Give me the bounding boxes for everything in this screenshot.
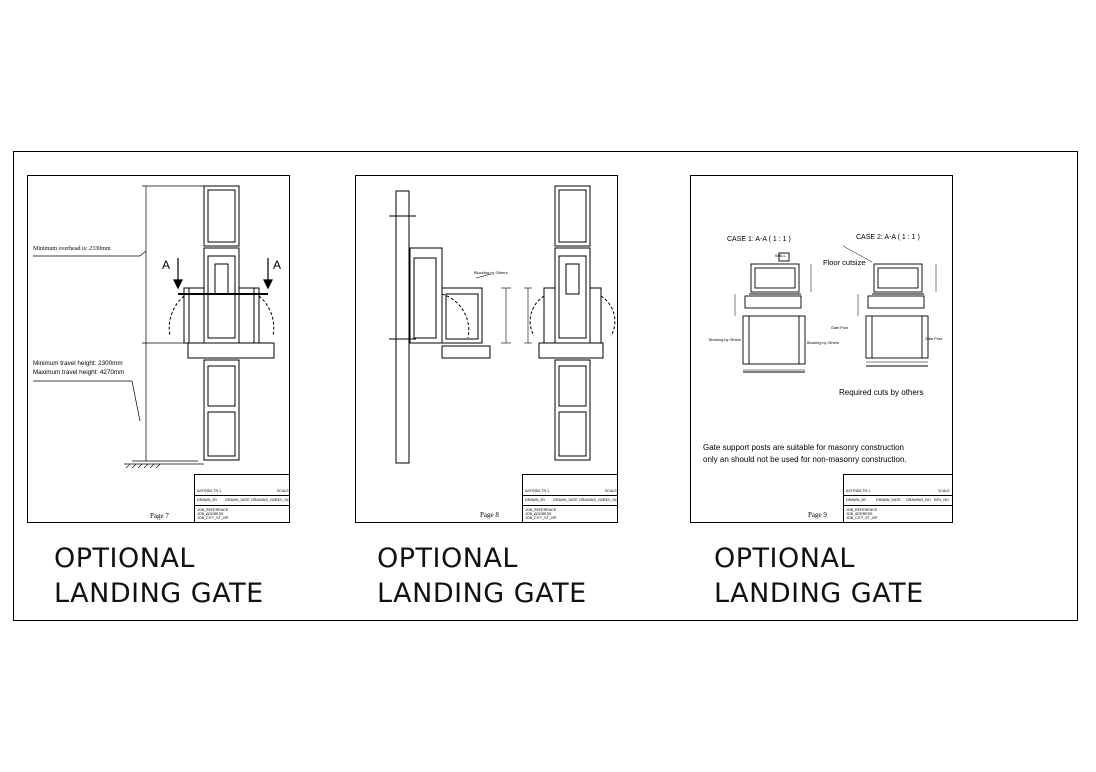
drawing-frame: [13, 151, 1078, 621]
elevation-side-view: [389, 185, 616, 464]
section-a-a-details: [734, 245, 937, 373]
case-2-label: CASE 2: A-A ( 1 : 1 ): [856, 234, 920, 241]
caption-line-2: LANDING GATE: [377, 578, 587, 609]
travel-min-note: Minimum travel height: 2300mm: [33, 360, 123, 367]
tb-addr1: JOB_REFERENCE: [197, 508, 229, 512]
elevation-front-view: [33, 185, 275, 469]
caption-page-8: OPTIONAL LANDING GATE: [377, 541, 587, 611]
tb-check: DRAWING_NO: [906, 498, 931, 502]
tb-scale: SCALE: [605, 489, 617, 493]
wall-label: WALL: [775, 253, 786, 258]
drawing-sheet-page-7: A A Minimum overhead is: 2330mm Minimum …: [27, 175, 290, 523]
support-note-line-1: Gate support posts are suitable for maso…: [703, 443, 904, 452]
tb-name: DRAWN_BY: [525, 498, 546, 502]
tb-scale: SCALE: [938, 489, 950, 493]
tb-name: DRAWN_BY: [846, 498, 867, 502]
tb-check: DRAWING_NO: [579, 498, 604, 502]
required-cuts-note: Required cuts by others: [839, 388, 924, 397]
drawing-sheet-page-8: Blocking by Others Page 8 ASTRIDA TR-1 S…: [355, 175, 618, 523]
tb-sheet: REV_NO: [603, 498, 618, 502]
tb-addr2: JOB_ADDRESS: [197, 512, 224, 516]
blocking-note-left: Blocking by Others: [709, 338, 741, 342]
caption-line-1: OPTIONAL: [714, 543, 855, 574]
title-block: ASTRIDA TR-1 SCALE DRAWN_BY DRAWN_DATE D…: [194, 474, 290, 522]
tb-project: ASTRIDA TR-1: [525, 489, 550, 493]
title-block: ASTRIDA TR-1 SCALE DRAWN_BY DRAWN_DATE D…: [843, 474, 952, 522]
tb-addr1: JOB_REFERENCE: [846, 508, 878, 512]
overhead-note: Minimum overhead is: 2330mm: [33, 246, 111, 252]
tb-scale: SCALE: [277, 489, 289, 493]
caption-line-2: LANDING GATE: [54, 578, 264, 609]
page-number: Page 8: [480, 511, 499, 519]
section-mark-left: A: [162, 258, 171, 272]
tb-sheet: REV_NO: [275, 498, 290, 502]
support-note-line-2: only an should not be used for non-mason…: [703, 455, 907, 464]
tb-check: DRAWING_NO: [251, 498, 276, 502]
caption-line-1: OPTIONAL: [377, 543, 518, 574]
blocking-note-right: Blocking by Others: [807, 341, 839, 345]
caption-page-7: OPTIONAL LANDING GATE: [54, 541, 264, 611]
tb-sheet: REV_NO: [934, 498, 949, 502]
gate-post-right: Gate Post: [925, 337, 942, 341]
caption-page-9: OPTIONAL LANDING GATE: [714, 541, 924, 611]
tb-addr3: JOB_CITY_ST_ZIP: [197, 516, 229, 520]
case-1-label: CASE 1: A-A ( 1 : 1 ): [727, 236, 791, 243]
blocking-note: Blocking by Others: [474, 270, 508, 275]
caption-line-2: LANDING GATE: [714, 578, 924, 609]
tb-addr2: JOB_ADDRESS: [525, 512, 552, 516]
tb-date: DRAWN_DATE: [553, 498, 578, 502]
floor-cutsize-label: Floor cutsize: [823, 258, 866, 267]
section-mark-right: A: [273, 258, 282, 272]
tb-addr3: JOB_CITY_ST_ZIP: [846, 516, 878, 520]
caption-line-1: OPTIONAL: [54, 543, 195, 574]
tb-project: ASTRIDA TR-1: [846, 489, 871, 493]
title-block: ASTRIDA TR-1 SCALE DRAWN_BY DRAWN_DATE D…: [522, 474, 618, 522]
tb-date: DRAWN_DATE: [225, 498, 250, 502]
drawing-sheet-page-9: CASE 1: A-A ( 1 : 1 ) CASE 2: A-A ( 1 : …: [690, 175, 953, 523]
tb-addr2: JOB_ADDRESS: [846, 512, 873, 516]
tb-project: ASTRIDA TR-1: [197, 489, 222, 493]
tb-addr1: JOB_REFERENCE: [525, 508, 557, 512]
gate-post-left: Gate Post: [831, 326, 848, 330]
page-number: Page 7: [150, 512, 169, 520]
tb-date: DRAWN_DATE: [876, 498, 901, 502]
travel-max-note: Maximum travel height: 4270mm: [33, 369, 125, 376]
page-number: Page 9: [808, 511, 827, 519]
tb-name: DRAWN_BY: [197, 498, 218, 502]
tb-addr3: JOB_CITY_ST_ZIP: [525, 516, 557, 520]
